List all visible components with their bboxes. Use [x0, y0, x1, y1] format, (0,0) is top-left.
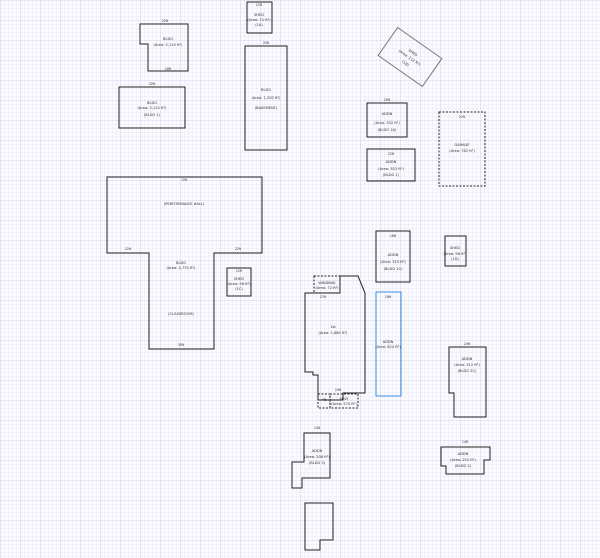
- building-b7[interactable]: ADDN (Area: 352 ft²) (BLDG 1) 22ft: [366, 148, 416, 182]
- building-note: (BLDG 3): [309, 461, 326, 465]
- building-b5[interactable]: SHED (Area: 112 ft²) (1B): [377, 26, 443, 88]
- building-area: (Area: 624 ft²): [375, 345, 401, 349]
- building-note: (1C): [235, 287, 243, 291]
- building-b2[interactable]: SHED (Area: 72 ft²) (1A) 12ft: [246, 1, 273, 34]
- dimension-label: 22ft: [125, 247, 132, 251]
- dimension-label: 72ft: [181, 178, 188, 182]
- dimension-label: 14ft: [314, 426, 321, 430]
- building-title: ADDN: [388, 253, 399, 257]
- building-title: BLDG: [176, 261, 186, 265]
- building-b4[interactable]: BLDG (Area: 2,110 ft²) (BLDG 1) 32ft: [118, 82, 186, 129]
- building-b12[interactable]: SHED (Area: 96 ft²) (1D): [443, 235, 467, 267]
- building-note: (BLDG 1): [383, 173, 400, 177]
- building-b11[interactable]: ADDN (Area: 310 ft²) (BLDG 1C) 16ft: [375, 230, 411, 283]
- building-area: (Area: 72 ft²): [247, 18, 271, 22]
- dimension-label: 4ft: [322, 398, 327, 402]
- building-title: BLDG: [163, 37, 173, 41]
- building-b16[interactable]: ADDN (Area: 252 ft²) (BLDG 2) 14ft: [440, 440, 491, 475]
- building-title: BLDG: [147, 101, 157, 105]
- building-header: (PERFORMANCE HALL): [164, 202, 205, 206]
- building-title: SHED: [254, 13, 264, 17]
- building-note: (BASEMENT): [255, 106, 278, 110]
- building-note: (1A): [255, 23, 263, 27]
- building-b6[interactable]: ADDN (Area: 332 ft²) (BLDG 1A) 20ft: [366, 98, 408, 138]
- building-title: ADDN: [462, 357, 473, 361]
- building-b15[interactable]: ADDN (Area: 312 ft²) (BLDG 2C) 24ft: [448, 342, 487, 418]
- dimension-label: 14ft: [462, 440, 469, 444]
- building-title: ADDN: [458, 452, 469, 456]
- building-area: (Area: 252 ft²): [450, 458, 476, 462]
- building-title: WINDBAK: [318, 281, 336, 285]
- building-area: (Area: 1,200 ft²): [252, 96, 282, 100]
- dimension-label: 24ft: [335, 388, 342, 392]
- building-note: (BLDG 2C): [458, 369, 477, 373]
- building-area: (Area: 310 ft²): [380, 260, 406, 264]
- building-area: (Area: 208 ft²): [304, 455, 330, 459]
- building-b8[interactable]: GARAGE (Area: 782 ft²) 22ft: [438, 111, 486, 187]
- building-title: BLDG: [261, 88, 271, 92]
- building-note: (BLDG 1C): [384, 267, 403, 271]
- dimension-label: 18ft: [165, 67, 172, 71]
- building-area: (Area: 312 ft²): [454, 363, 480, 367]
- building-area: (Area: 352 ft²): [378, 167, 404, 171]
- building-area: (Area: 782 ft²): [449, 149, 475, 153]
- building-area: (Area: 2,110 ft²): [138, 106, 168, 110]
- dimension-label: 12ft: [236, 269, 243, 273]
- dimension-label: 22ft: [459, 115, 466, 119]
- building-b13[interactable]: WINDBAK (Area: 72 ft²) 1st (Area: 1,680 …: [304, 275, 366, 409]
- building-b18[interactable]: [304, 502, 334, 551]
- building-area: (Area: 332 ft²): [374, 121, 400, 125]
- building-title: 1st: [330, 325, 336, 329]
- building-title: POLY: [340, 397, 350, 401]
- dimension-label: 22ft: [162, 19, 169, 23]
- building-b3[interactable]: BLDG (Area: 1,200 ft²) (BASEMENT) 20ft: [244, 41, 288, 151]
- building-area: (Area: 4,770 ft²): [167, 266, 197, 270]
- building-note: (1D): [451, 257, 459, 261]
- dimension-label: 20ft: [384, 98, 391, 102]
- dimension-label: 20ft: [263, 41, 270, 45]
- dimension-label: 22ft: [235, 247, 242, 251]
- building-title: SHED: [450, 246, 460, 250]
- building-area: (Area: 72 ft²): [315, 286, 339, 290]
- building-area: (Area: 2,110 ft²): [154, 43, 184, 47]
- dimension-label: 18ft: [385, 295, 392, 299]
- building-note: (CLASSROOM): [168, 312, 194, 316]
- dimension-label: 16ft: [390, 234, 397, 238]
- building-title: SHED: [408, 48, 419, 57]
- building-b14-selected[interactable]: ADDN (Area: 624 ft²) 18ft: [375, 291, 402, 397]
- dimension-label: 12ft: [256, 3, 263, 7]
- building-b1[interactable]: BLDG (Area: 2,110 ft²) 22ft 18ft: [139, 19, 189, 72]
- building-b17[interactable]: ADDN (Area: 208 ft²) (BLDG 3) 14ft: [291, 426, 331, 489]
- building-title: SHED: [234, 277, 244, 281]
- building-area: (Area: 96 ft²): [227, 282, 251, 286]
- building-area: (Area: 570 ft²): [331, 402, 357, 406]
- building-title: ADDN: [383, 340, 394, 344]
- dimension-label: 22ft: [388, 152, 395, 156]
- building-area: (Area: 1,680 ft²): [319, 331, 349, 335]
- dimension-label: 27ft: [320, 295, 327, 299]
- building-title: ADDN: [312, 449, 323, 453]
- building-title: ADDN: [386, 160, 397, 164]
- building-title: ADDN: [382, 112, 393, 116]
- dimension-label: 24ft: [464, 342, 471, 346]
- building-b9[interactable]: (PERFORMANCE HALL) BLDG (Area: 4,770 ft²…: [106, 176, 263, 350]
- dimension-label: 30ft: [178, 343, 185, 347]
- building-note: (BLDG 1): [144, 113, 161, 117]
- building-note: (BLDG 2): [455, 464, 472, 468]
- building-title: GARAGE: [454, 143, 470, 147]
- building-b10[interactable]: SHED (Area: 96 ft²) (1C) 12ft: [226, 267, 252, 297]
- building-note: (1B): [401, 60, 410, 68]
- building-note: (BLDG 1A): [378, 128, 397, 132]
- building-area: (Area: 96 ft²): [443, 252, 467, 256]
- dimension-label: 32ft: [149, 82, 156, 86]
